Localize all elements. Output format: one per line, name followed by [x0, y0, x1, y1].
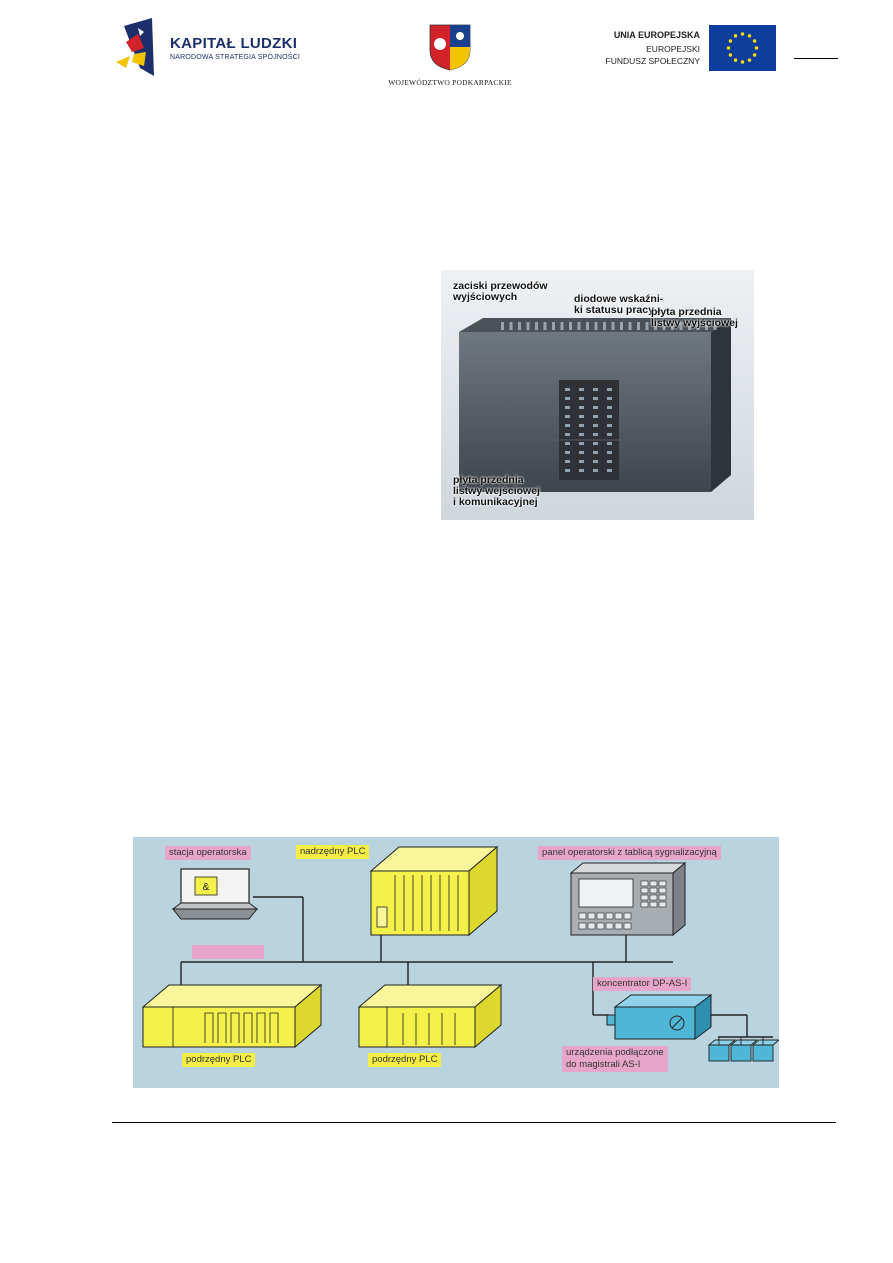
- podkarpackie-coat-of-arms-icon: [429, 24, 471, 71]
- photo-label-terminals: zaciski przewodów wyjściowych: [453, 280, 548, 303]
- operator-panel-icon: [569, 861, 687, 937]
- photo-label-input-front: płyta przednia listwy wejściowej i komun…: [453, 474, 540, 508]
- label-master-plc: nadrzędny PLC: [296, 845, 370, 859]
- eu-star: [740, 60, 745, 64]
- eu-star: [740, 32, 745, 36]
- eu-star: [728, 39, 733, 43]
- label-network-blank: [192, 945, 264, 959]
- label-slave-plc-1: podrzędny PLC: [182, 1053, 256, 1067]
- kapital-ludzki-title: KAPITAŁ LUDZKI: [170, 35, 298, 52]
- podkarpackie-caption: WOJEWÓDZTWO PODKARPACKIE: [388, 78, 512, 87]
- plc-network-diagram: &: [133, 837, 779, 1088]
- footer-rule: [112, 1122, 836, 1123]
- eu-title: UNIA EUROPEJSKA: [613, 30, 700, 40]
- photo-label-output-front: płyta przednia listwy wyjściowej: [651, 306, 738, 329]
- eu-star: [733, 58, 738, 62]
- label-slave-plc-2: podrzędny PLC: [368, 1053, 442, 1067]
- eu-star: [752, 53, 757, 57]
- asi-devices-icon: [707, 1037, 779, 1062]
- eu-star: [747, 58, 752, 62]
- operator-station-icon: &: [171, 868, 259, 920]
- slave-plc-1-icon: [141, 983, 323, 1049]
- eu-star: [752, 39, 757, 43]
- concentrator-icon: [606, 994, 713, 1040]
- network-bus-lines: [180, 896, 773, 1038]
- eu-star: [726, 46, 731, 50]
- eu-star: [754, 46, 759, 50]
- plc-photo: [441, 270, 754, 520]
- eu-subtitle-1: EUROPEJSKI: [646, 44, 700, 54]
- eu-subtitle-2: FUNDUSZ SPOŁECZNY: [605, 56, 700, 66]
- label-operator-station: stacja operatorska: [165, 846, 251, 860]
- eu-star: [728, 53, 733, 57]
- eu-star: [733, 34, 738, 38]
- label-operator-panel: panel operatorski z tablicą sygnalizacyj…: [538, 846, 721, 860]
- terminal-symbol: &: [203, 882, 210, 893]
- label-concentrator: koncentrator DP-AS-I: [593, 977, 692, 991]
- label-asi-devices: urządzenia podłączone do magistrali AS-I: [562, 1046, 668, 1072]
- photo-label-leds: diodowe wskaźni- ki statusu pracy: [574, 293, 664, 316]
- kapital-ludzki-subtitle: NARODOWA STRATEGIA SPÓJNOŚCI: [170, 54, 301, 61]
- eu-star: [747, 34, 752, 38]
- kapital-ludzki-logo-icon: [116, 18, 154, 76]
- master-plc-icon: [369, 845, 499, 937]
- slave-plc-2-icon: [357, 983, 503, 1049]
- eu-flag-icon: [709, 25, 776, 71]
- header-rule: [794, 58, 838, 59]
